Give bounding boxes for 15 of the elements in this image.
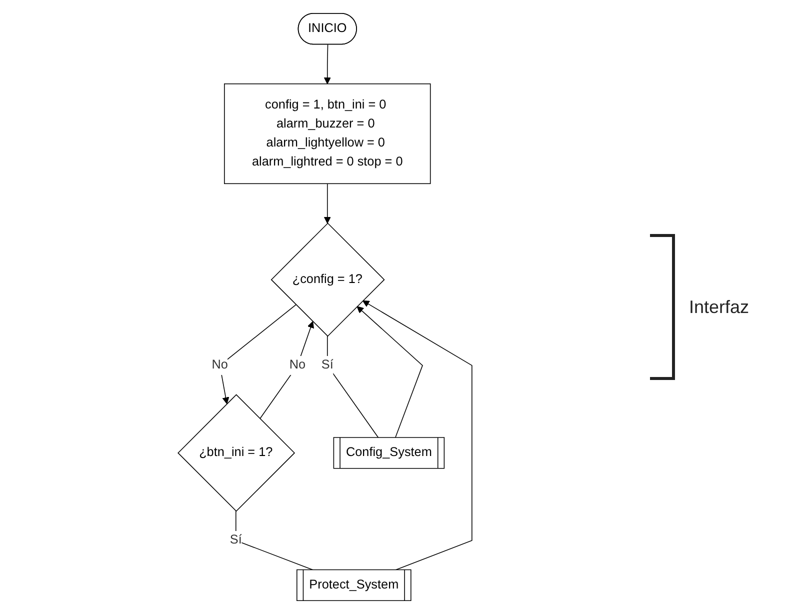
node-diamond: ¿config = 1? <box>270 222 385 337</box>
node-diamond: ¿btn_ini = 1? <box>178 394 296 512</box>
arrow <box>324 44 331 84</box>
arrow <box>219 304 296 404</box>
arrow <box>260 321 314 420</box>
section-label: Interfaz <box>689 296 750 318</box>
arrow <box>324 183 331 224</box>
edge-label: No <box>212 358 228 372</box>
arrow <box>356 306 423 438</box>
connector <box>326 336 379 438</box>
edge-label: Sí <box>321 358 334 372</box>
arrow <box>362 300 472 571</box>
node-box: config = 1, btn_ini = 0 alarm_buzzer = 0 alarm_lightyellow = 0 alarm_lightred = 0 stop = 0 <box>224 83 431 184</box>
edge-label: No <box>289 358 306 372</box>
edge-label: Sí <box>230 533 242 547</box>
